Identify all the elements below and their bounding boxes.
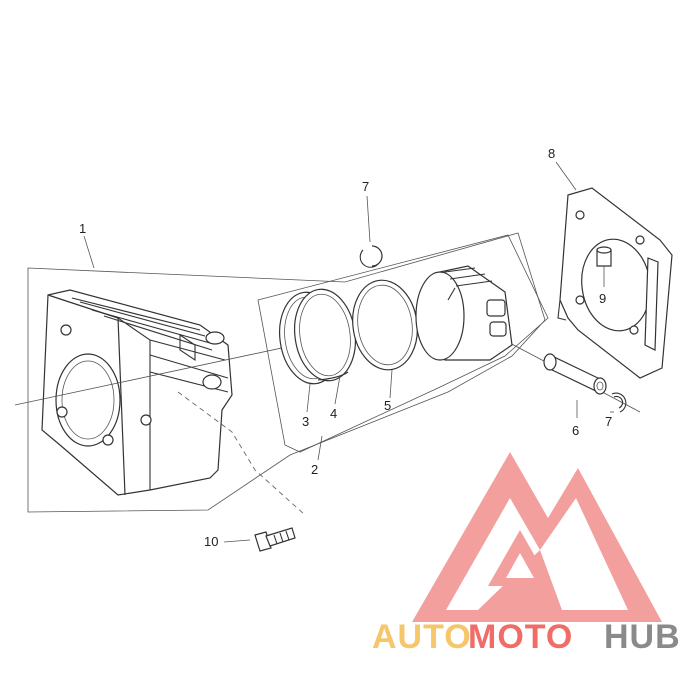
- callout-5: 5: [384, 398, 391, 413]
- leader-3: [306, 383, 311, 413]
- callout-7-upper: 7: [362, 179, 369, 194]
- leader-10: [223, 539, 251, 543]
- dowel-pin: [596, 246, 612, 267]
- watermark-auto: AUTO: [372, 618, 472, 656]
- callout-4: 4: [330, 406, 337, 421]
- piston-pin: [543, 353, 607, 395]
- cylinder-part: [41, 289, 233, 496]
- watermark-text: AUTO MOTO HUB: [372, 618, 681, 656]
- callout-6: 6: [572, 423, 579, 438]
- leader-8: [555, 161, 577, 191]
- leader-7a: [366, 195, 371, 243]
- callout-7-lower: 7: [605, 414, 612, 429]
- cylinder-group-outline: [27, 232, 546, 513]
- leader-5: [389, 369, 393, 399]
- callout-1: 1: [79, 221, 86, 236]
- watermark-moto: MOTO: [468, 618, 573, 656]
- flange-bolt: [254, 527, 296, 552]
- compression-ring: [352, 279, 418, 371]
- cylinder-gasket: [557, 187, 673, 379]
- callout-9: 9: [599, 291, 606, 306]
- callout-2: 2: [311, 462, 318, 477]
- callout-3: 3: [302, 414, 309, 429]
- circlip-lower: [611, 392, 627, 413]
- leader-1: [83, 235, 95, 269]
- watermark-hub: HUB: [604, 618, 681, 656]
- leader-2: [317, 435, 323, 461]
- callout-10: 10: [204, 534, 218, 549]
- bolt-axis-dashed: [177, 391, 306, 516]
- callout-8: 8: [548, 146, 555, 161]
- leader-4: [334, 375, 341, 405]
- circlip-upper: [359, 245, 383, 268]
- watermark-logo-mark: [412, 452, 662, 622]
- piston-kit-outline: [257, 234, 549, 453]
- piston-ring-set: [279, 288, 356, 385]
- piston-part: [415, 265, 513, 361]
